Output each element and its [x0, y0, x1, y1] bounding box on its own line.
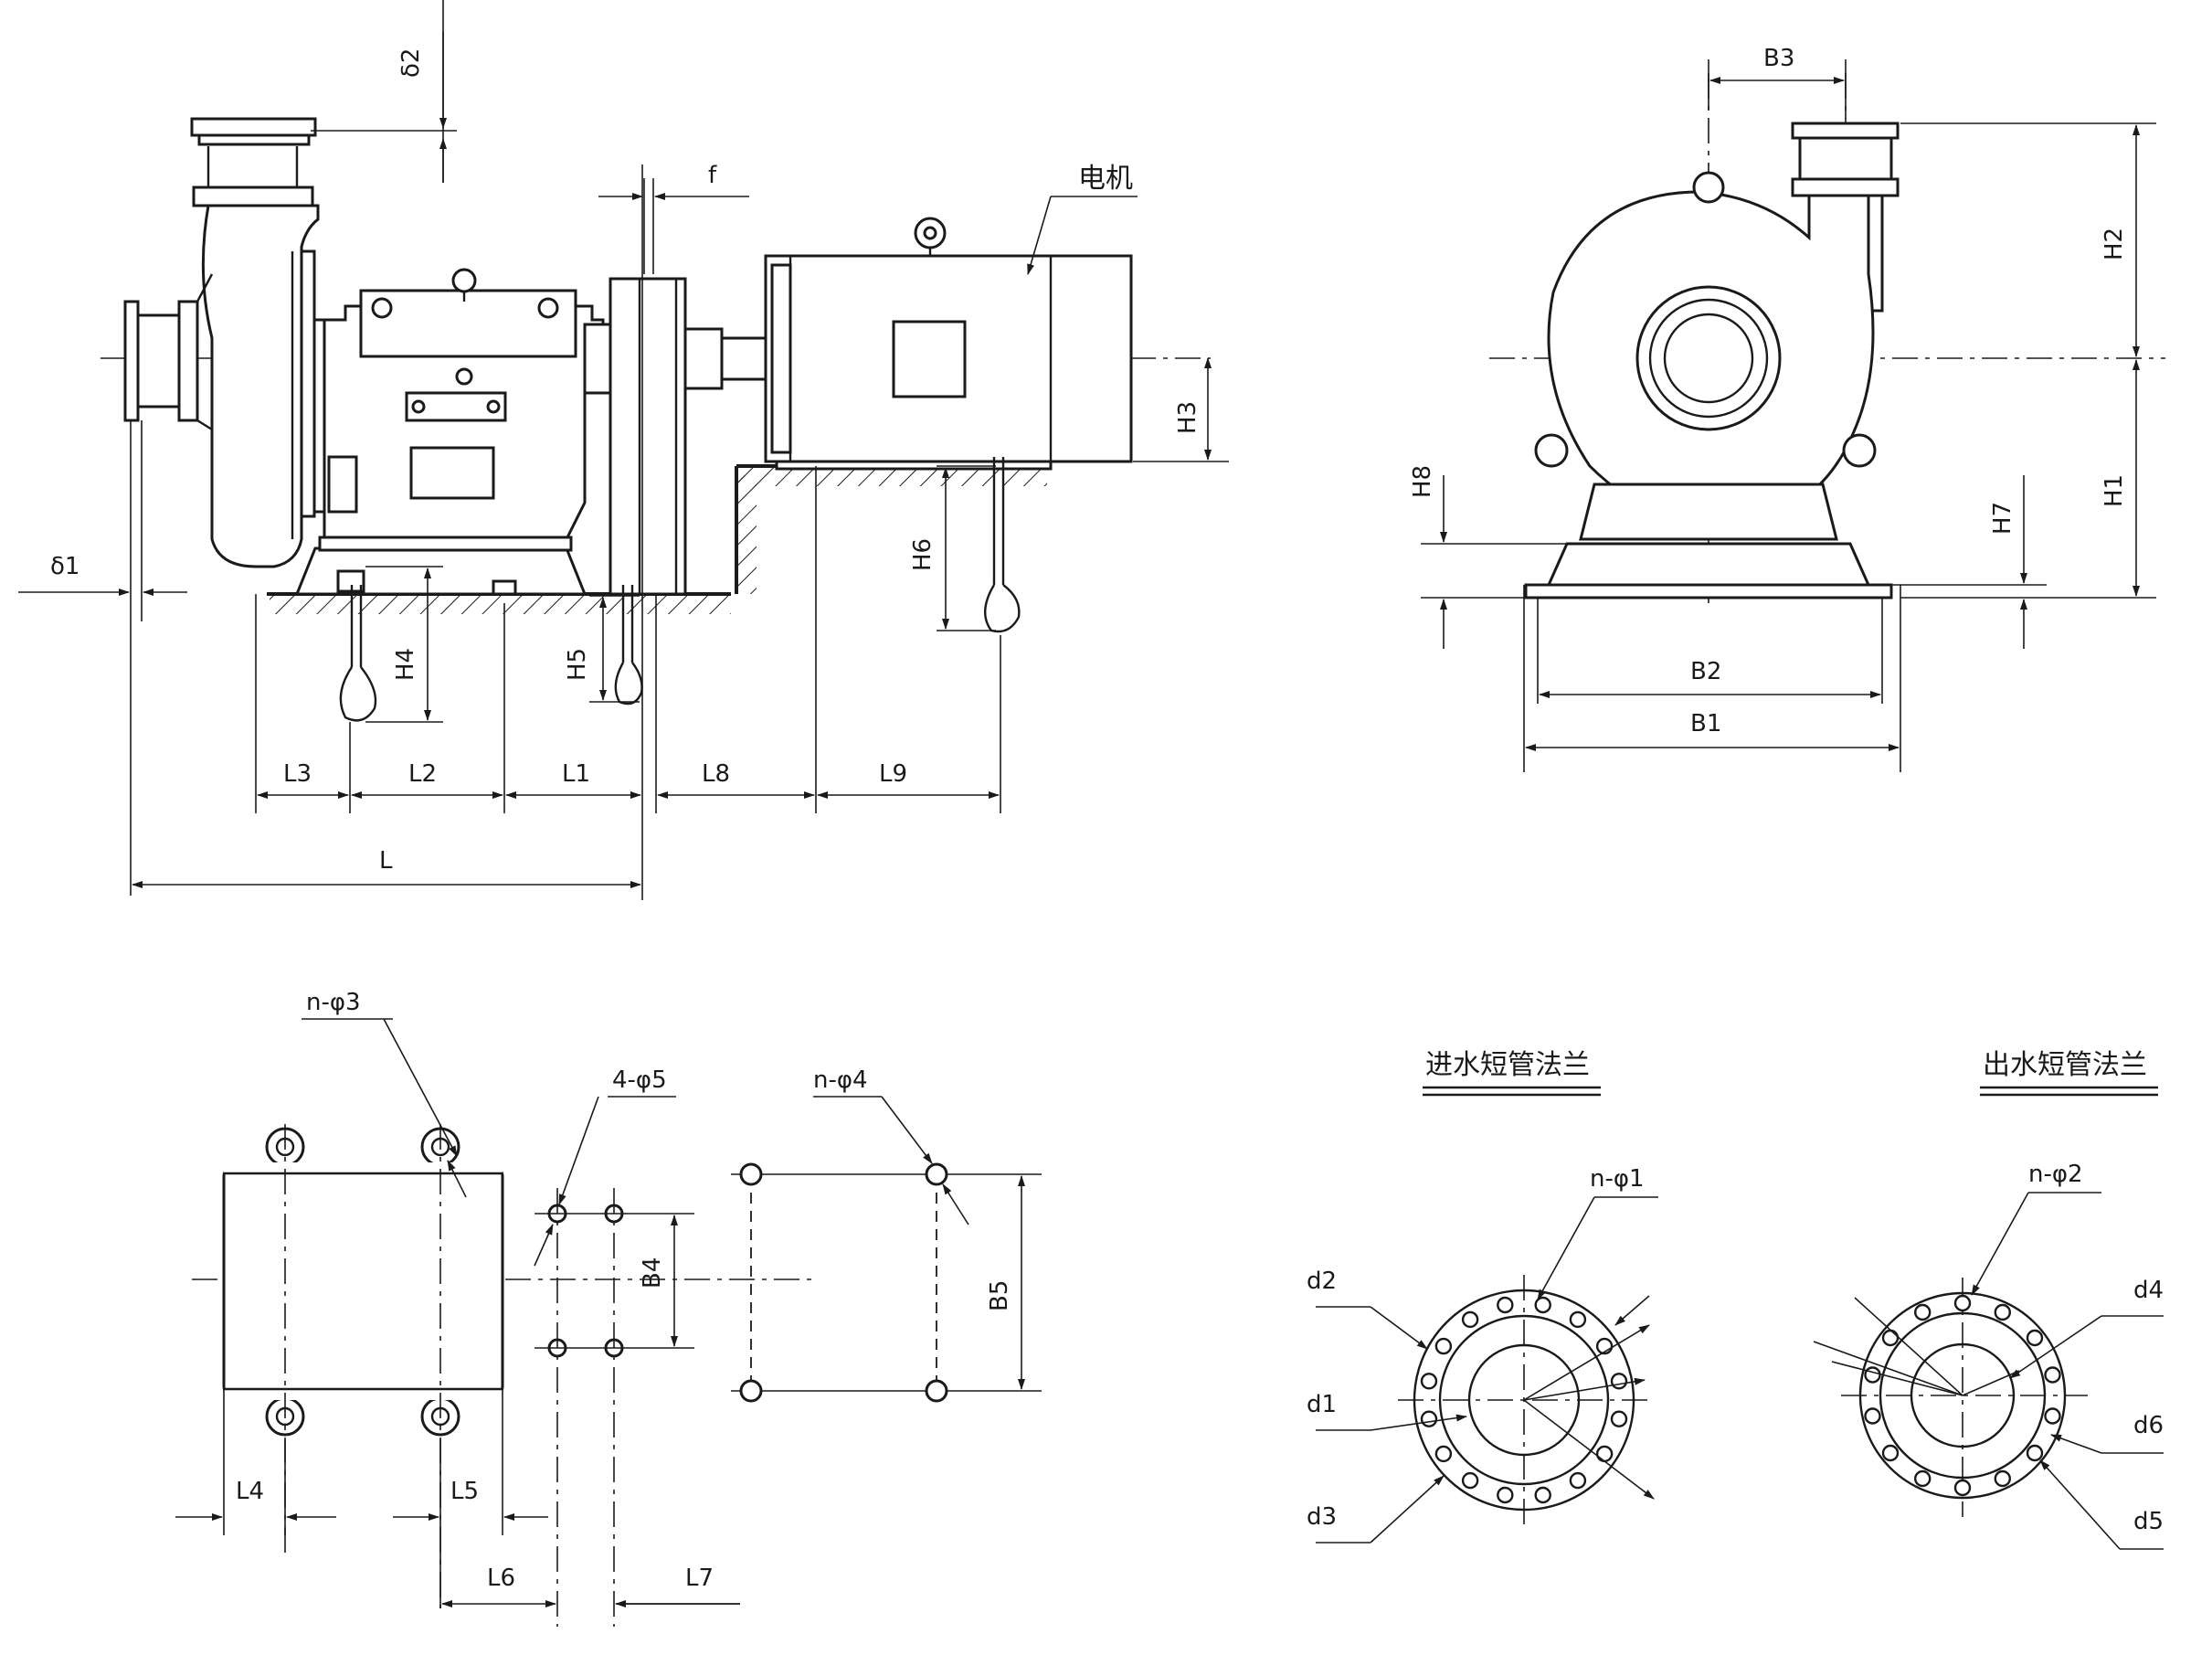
bolt-hole — [2044, 1407, 2061, 1425]
label-B5: B5 — [986, 1280, 1013, 1311]
label-L5: L5 — [450, 1478, 479, 1505]
bolt-hole — [1610, 1373, 1628, 1390]
label-d5: d5 — [2133, 1508, 2164, 1535]
bolt-hole — [1864, 1407, 1881, 1425]
label-n-phi2: n-φ2 — [2028, 1161, 2083, 1188]
bolt-hole — [1913, 1303, 1932, 1321]
anchor-bolts — [339, 457, 1021, 722]
bolt-hole — [1881, 1444, 1900, 1462]
bolt-hole — [1953, 1294, 1972, 1312]
label-H7: H7 — [1989, 502, 2016, 535]
label-B1: B1 — [1690, 710, 1721, 737]
label-H5: H5 — [564, 648, 591, 681]
inlet-bolt-holes — [1420, 1296, 1628, 1504]
label-delta2: δ2 — [397, 48, 425, 78]
bolt-hole — [1461, 1471, 1479, 1490]
label-d3: d3 — [1307, 1503, 1337, 1531]
bolt-hole — [1569, 1471, 1587, 1490]
label-L3: L3 — [283, 760, 312, 788]
label-d6: d6 — [2133, 1412, 2164, 1439]
label-d4: d4 — [2133, 1277, 2164, 1304]
label-H3: H3 — [1174, 401, 1201, 434]
pump-casing — [123, 117, 334, 568]
bolt-hole — [1994, 1303, 2012, 1321]
bolt-hole — [1864, 1366, 1881, 1384]
label-L7: L7 — [685, 1565, 714, 1592]
label-H1: H1 — [2101, 474, 2128, 507]
bolt-hole — [1595, 1445, 1614, 1463]
label-4-phi5: 4-φ5 — [612, 1066, 667, 1094]
motor — [764, 196, 1138, 471]
bolt-hole — [1994, 1469, 2012, 1488]
outlet-flange-detail: 出水短管法兰 n-φ2 d4 d6 d5 — [1813, 1049, 2164, 1550]
bolt-hole — [1434, 1337, 1453, 1355]
side-view: δ2 f 电机 H3 H4 H5 H6 δ1 — [18, 0, 1229, 900]
bolt-hole — [1534, 1296, 1551, 1314]
label-delta1: δ1 — [50, 553, 79, 580]
front-view: B3 H2 H1 H7 H8 B2 B1 — [1409, 45, 2165, 772]
label-L1: L1 — [562, 760, 590, 788]
label-n-phi4: n-φ4 — [813, 1066, 868, 1094]
bolt-hole — [1534, 1486, 1551, 1504]
bolt-hole — [1953, 1479, 1972, 1497]
bolt-hole — [2044, 1366, 2061, 1384]
label-inlet-flange: 进水短管法兰 — [1425, 1049, 1590, 1081]
bolt-hole — [2026, 1329, 2044, 1347]
outlet-bolt-holes — [1864, 1294, 2061, 1497]
inlet-flange-detail: 进水短管法兰 n-φ1 d2 d1 d3 — [1307, 1049, 1658, 1544]
label-H2: H2 — [2101, 228, 2128, 260]
label-n-phi1: n-φ1 — [1590, 1165, 1645, 1193]
label-B2: B2 — [1690, 658, 1721, 685]
bolt-hole — [1420, 1373, 1438, 1390]
bolt-hole — [1610, 1410, 1628, 1427]
bolt-hole — [1913, 1469, 1932, 1488]
label-L: L — [379, 847, 393, 875]
label-d1: d1 — [1307, 1391, 1337, 1418]
foundation-plan: n-φ3 B4 4-φ5 B5 n-φ4 L — [175, 989, 1042, 1627]
label-L6: L6 — [487, 1565, 515, 1592]
label-H6: H6 — [909, 538, 937, 571]
label-L2: L2 — [408, 760, 437, 788]
bolt-hole — [1497, 1486, 1514, 1504]
label-d2: d2 — [1307, 1268, 1337, 1295]
label-H8: H8 — [1409, 465, 1436, 498]
bolt-hole — [1434, 1445, 1453, 1463]
label-H4: H4 — [392, 648, 419, 681]
bolt-hole — [1881, 1329, 1900, 1347]
bolt-hole — [2026, 1444, 2044, 1462]
label-L8: L8 — [702, 760, 730, 788]
coupling-guard — [609, 277, 767, 596]
label-outlet-flange: 出水短管法兰 — [1983, 1049, 2147, 1081]
bolt-hole — [1569, 1310, 1587, 1329]
bolt-hole — [1497, 1296, 1514, 1314]
label-L9: L9 — [879, 760, 907, 788]
bolt-hole — [1461, 1310, 1479, 1329]
label-B4: B4 — [639, 1257, 666, 1289]
label-motor: 电机 — [1078, 163, 1133, 195]
label-B3: B3 — [1763, 45, 1794, 72]
label-L4: L4 — [236, 1478, 264, 1505]
label-n-phi3: n-φ3 — [306, 989, 361, 1016]
label-f: f — [708, 162, 717, 189]
bolt-hole — [1420, 1410, 1438, 1427]
